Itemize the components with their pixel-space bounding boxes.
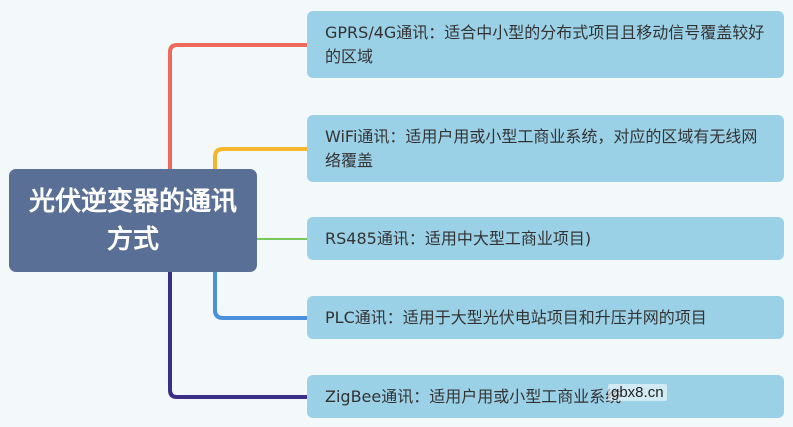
branch-node-text: RS485通讯：适用中大型工商业项目) [325, 228, 592, 248]
branch-node-rs485: RS485通讯：适用中大型工商业项目) [307, 217, 784, 260]
branch-node-gprs: GPRS/4G通讯：适合中小型的分布式项目且移动信号覆盖较好的区域 [307, 11, 784, 78]
branch-node-text: GPRS/4G通讯：适合中小型的分布式项目且移动信号覆盖较好的区域 [325, 22, 765, 66]
branch-node-zigbee: ZigBee通讯：适用户用或小型工商业系统 [307, 375, 784, 418]
connector-line-zigbee [168, 270, 309, 399]
branch-node-plc: PLC通讯：适用于大型光伏电站项目和升压并网的项目 [307, 296, 784, 339]
root-node-title: 光伏逆变器的通讯方式 [29, 186, 238, 255]
branch-node-text: PLC通讯：适用于大型光伏电站项目和升压并网的项目 [325, 307, 707, 327]
branch-node-wifi: WiFi通讯：适用户用或小型工商业系统，对应的区域有无线网络覆盖 [307, 115, 784, 182]
root-node: 光伏逆变器的通讯方式 [9, 169, 257, 272]
branch-node-text: ZigBee通讯：适用户用或小型工商业系统 [325, 386, 622, 406]
branch-node-text: WiFi通讯：适用户用或小型工商业系统，对应的区域有无线网络覆盖 [325, 126, 758, 170]
connector-line-plc [213, 270, 309, 320]
watermark: gbx8.cn [608, 384, 667, 401]
connector-line-wifi [213, 147, 309, 171]
connector-line-gprs [168, 43, 309, 171]
